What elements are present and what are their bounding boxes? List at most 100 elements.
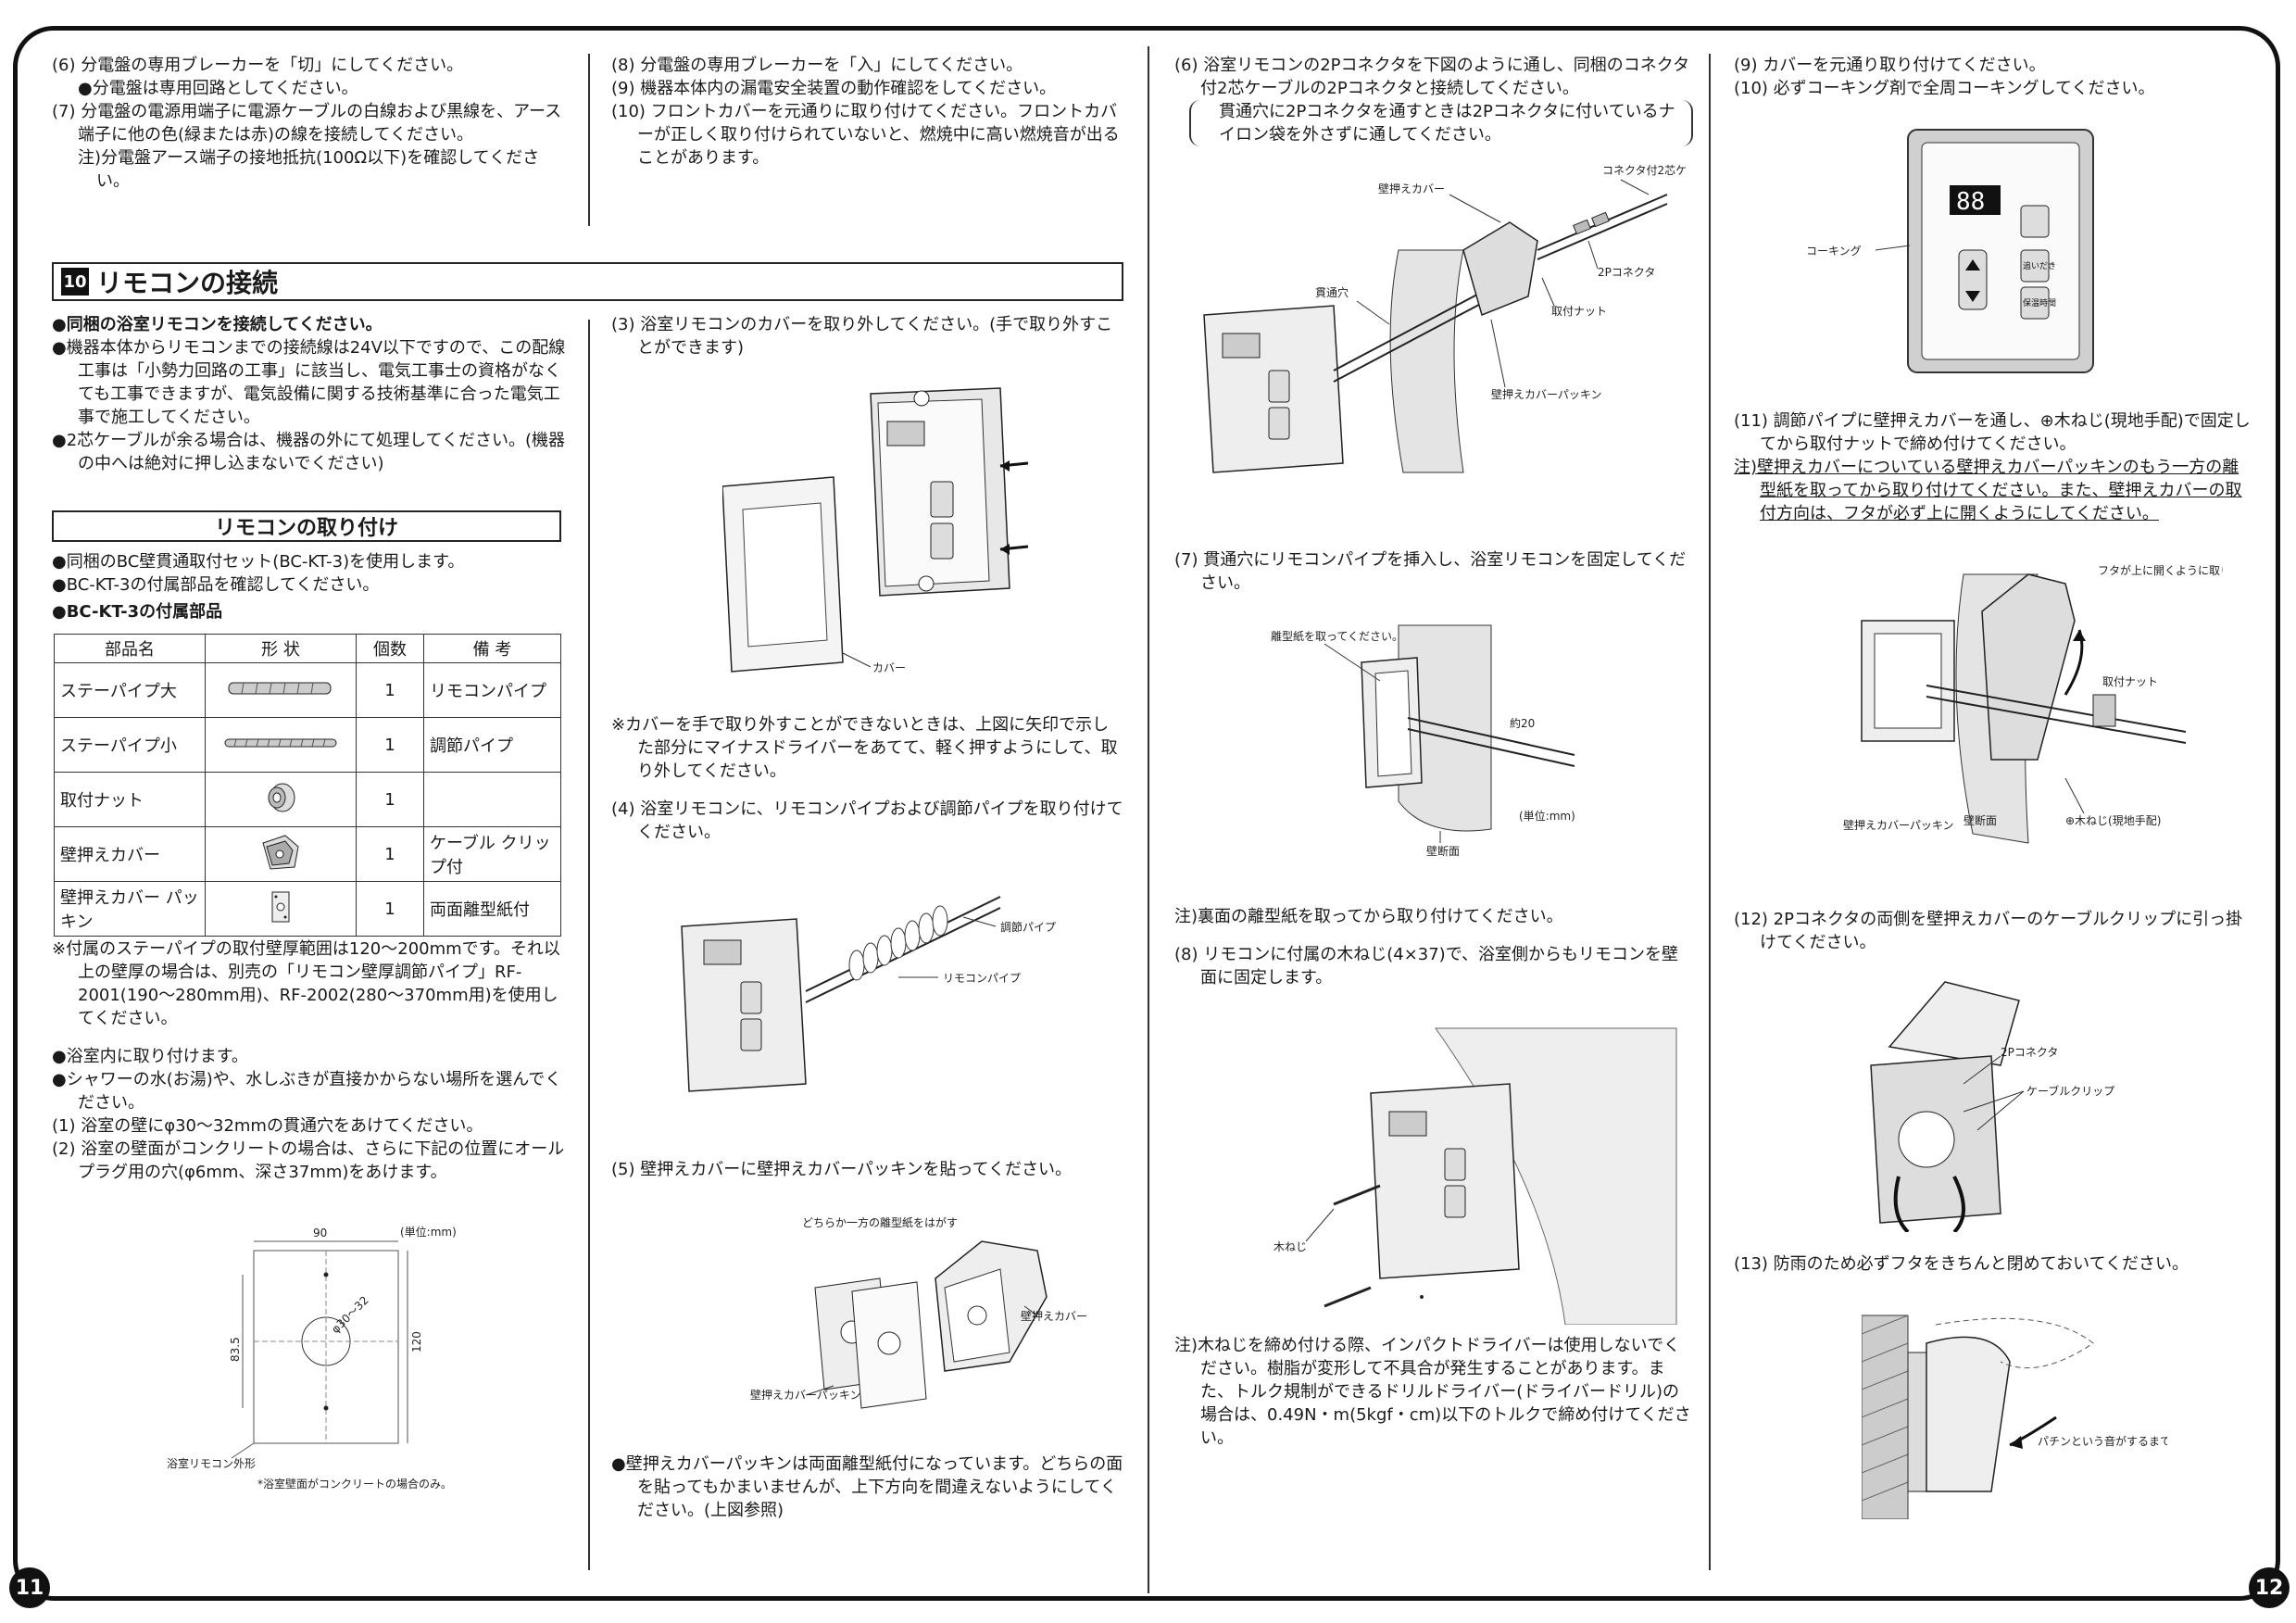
column-header: 備 考 — [423, 634, 561, 663]
bullet-text: ●シャワーの水(お湯)や、水しぶきが直接かからない場所を選んでください。 — [52, 1070, 562, 1113]
table-caption: ●BC-KT-3の付属部品 — [52, 602, 223, 622]
nut-label: 取付ナット — [1551, 305, 1607, 318]
hole-position-figure: 90 (単位:mm) 120 83.5 φ30〜32 浴室リモコン外形 *浴室壁… — [157, 1223, 509, 1491]
step-text: (6) 分電盤の専用ブレーカーを「切」にしてください。 — [52, 56, 464, 75]
col3-note7: 注)裏面の離型紙を取ってから取り付けてください。 (8) リモコンに付属の木ねじ… — [1174, 905, 1693, 989]
step-text: (1) 浴室の壁にφ30〜32mmの貫通穴をあけてください。 — [52, 1116, 483, 1136]
step-text: (2) 浴室の壁面がコンクリートの場合は、さらに下記の位置にオールプラグ用の穴(… — [52, 1139, 565, 1182]
page-divider — [1148, 46, 1149, 1593]
wall-section-label: 壁断面 — [1964, 813, 1997, 827]
col4-step11: (11) 調節パイプに壁押えカバーを通し、⊕木ねじ(現地手配)で固定してから取付… — [1734, 409, 2252, 525]
step-text: (8) リモコンに付属の木ねじ(4×37)で、浴室側からもリモコンを壁面に固定し… — [1174, 945, 1678, 988]
bullet-text: ●BC-KT-3の付属部品を確認してください。 — [52, 575, 380, 595]
table-row: 壁押えカバー パッキン 1 両面離型紙付 — [54, 881, 561, 937]
unit-label: (単位:mm) — [1519, 809, 1575, 823]
cover-label: 壁押えカバー — [1021, 1309, 1087, 1323]
step-text: (6) 浴室リモコンの2Pコネクタを下図のように通し、同梱のコネクタ付2芯ケーブ… — [1174, 56, 1690, 98]
part-note: ケーブル クリップ付 — [423, 826, 561, 882]
paren-note: 貫通穴に2Pコネクタを通すときは2Pコネクタに付いているナイロン袋を外さずに通し… — [1189, 100, 1693, 146]
section-title: リモコンの接続 — [96, 268, 279, 298]
packing-label: 壁押えカバーパッキン — [750, 1388, 861, 1402]
step-text: (7) 貫通穴にリモコンパイプを挿入し、浴室リモコンを固定してください。 — [1174, 550, 1687, 593]
part-name: 壁押えカバー — [54, 826, 206, 882]
packing-label: 壁押えカバーパッキン — [1843, 818, 1954, 832]
col4-top: (9) カバーを元通り取り付けてください。 (10) 必ずコーキング剤で全周コー… — [1734, 54, 2252, 100]
col3-step7: (7) 貫通穴にリモコンパイプを挿入し、浴室リモコンを固定してください。 — [1174, 548, 1693, 595]
caulking-figure: 88 追いだき 保温時間 コーキング — [1778, 120, 2149, 380]
note-text: 注)裏面の離型紙を取ってから取り付けてください。 — [1174, 907, 1563, 926]
col1-mount: ●同梱のBC壁貫通取付セット(BC-KT-3)を使用します。 ●BC-KT-3の… — [52, 550, 571, 623]
hole-label: 貫通穴 — [1315, 285, 1349, 299]
dim-diameter: φ30〜32 — [329, 1293, 371, 1336]
note-text: ※カバーを手で取り外すことができないときは、上図に矢印で示した部分にマイナスドラ… — [611, 715, 1118, 781]
step-text: (8) 分電盤の専用ブレーカーを「入」にしてください。 — [611, 56, 1023, 75]
note-text: 注)壁押えカバーについている壁押えカバーパッキンのもう一方の離型紙を取ってから取… — [1734, 458, 2242, 523]
step-text: (7) 分電盤の電源用端子に電源ケーブルの白線および黒線を、アース端子に他の色(… — [52, 102, 562, 145]
bullet-text: ●同梱のBC壁貫通取付セット(BC-KT-3)を使用します。 — [52, 552, 465, 572]
col1-top: (6) 分電盤の専用ブレーカーを「切」にしてください。 ●分電盤は専用回路として… — [52, 54, 571, 193]
table-row: ステーパイプ小 1 調節パイプ — [54, 717, 561, 773]
col2-step5-note: ●壁押えカバーパッキンは両面離型紙付になっています。どちらの面を貼ってもかまいま… — [611, 1453, 1125, 1522]
col2-step3: (3) 浴室リモコンのカバーを取り外してください。(手で取り外すことができます) — [611, 313, 1125, 359]
part-qty: 1 — [356, 772, 424, 827]
paper-label: どちらか一方の離型紙をはがす — [802, 1215, 958, 1229]
col2-step3-note: ※カバーを手で取り外すことができないときは、上図に矢印で示した部分にマイナスドラ… — [611, 713, 1125, 844]
column-divider — [1709, 54, 1711, 1570]
step-text: (9) カバーを元通り取り付けてください。 — [1734, 56, 2046, 75]
connector-label: 2Pコネクタ — [1598, 266, 1655, 279]
remote-display: 88 — [1956, 188, 1985, 216]
col3-note8: 注)木ねじを締め付ける際、インパクトドライバーは使用しないでください。樹脂が変形… — [1174, 1334, 1693, 1450]
step-text: (9) 機器本体内の漏電安全装置の動作確認をしてください。 — [611, 79, 1057, 98]
table-header-row: 部品名 形 状 個数 備 考 — [54, 634, 561, 663]
bullet-text: ●分電盤は専用回路としてください。 — [78, 79, 358, 98]
nut-label: 取付ナット — [2102, 675, 2158, 688]
remote-pipe-label: リモコンパイプ — [943, 972, 1021, 985]
part-note: 両面離型紙付 — [423, 881, 561, 937]
cable-clip-figure: 2Pコネクタ ケーブルクリップ — [1862, 973, 2158, 1234]
subsection-heading: リモコンの取り付け — [52, 510, 561, 542]
part-name: 取付ナット — [54, 772, 206, 827]
screw-label: 木ねじ — [1273, 1240, 1307, 1253]
step-text: (10) フロントカバーを元通りに取り付けてください。フロントカバーが正しく取り… — [611, 102, 1120, 168]
section-heading: 10 リモコンの接続 — [52, 262, 1123, 301]
parts-table: 部品名 形 状 個数 備 考 ステーパイプ大 1 リモコンパイプ ステーパイプ小… — [54, 634, 561, 937]
wall-cover-label: 壁押えカバー — [1378, 182, 1445, 195]
step-text: (13) 防雨のため必ずフタをきちんと閉めておいてください。 — [1734, 1254, 2189, 1274]
note-text: 注)木ねじを締め付ける際、インパクトドライバーは使用しないでください。樹脂が変形… — [1174, 1336, 1691, 1448]
concrete-note: *浴室壁面がコンクリートの場合のみ。 — [257, 1477, 452, 1491]
btn-oidaki: 追いだき — [2023, 260, 2056, 271]
page-number-left: 11 — [9, 1567, 50, 1608]
table-row: 取付ナット 1 — [54, 772, 561, 827]
lid-note: フタが上に開くように取り付けてください。 — [2098, 563, 2223, 577]
column-divider — [588, 320, 590, 1570]
unit-label: (単位:mm) — [400, 1225, 457, 1239]
pipe-small-icon — [205, 717, 357, 773]
part-qty: 1 — [356, 881, 424, 937]
bullet-text: ●同梱の浴室リモコンを接続してください。 — [52, 315, 383, 334]
part-note — [423, 772, 561, 827]
part-name: 壁押えカバー パッキン — [54, 881, 206, 937]
packing-figure: どちらか一方の離型紙をはがす 壁押えカバー 壁押えカバーパッキン — [750, 1214, 1111, 1427]
col4-step12: (12) 2Pコネクタの両側を壁押えカバーのケーブルクリップに引っ掛けてください… — [1734, 908, 2252, 954]
connector-label: 2Pコネクタ — [2001, 1046, 2058, 1059]
adjust-pipe-label: 調節パイプ — [1000, 920, 1056, 934]
page-number-right: 12 — [2249, 1567, 2290, 1608]
dimension-label: 約20 — [1510, 716, 1535, 730]
column-header: 部品名 — [54, 634, 206, 663]
insert-pipe-figure: 離型紙を取ってください。 約20 (単位:mm) 壁断面 — [1269, 616, 1639, 866]
nut-icon — [205, 772, 357, 827]
step-text: (12) 2Pコネクタの両側を壁押えカバーのケーブルクリップに引っ掛けてください… — [1734, 910, 2243, 952]
page-frame — [13, 26, 2280, 1601]
col1-intro: ●同梱の浴室リモコンを接続してください。 ●機器本体からリモコンまでの接続線は2… — [52, 313, 571, 475]
wall-cover-icon — [205, 826, 357, 882]
part-name: ステーパイプ小 — [54, 717, 206, 773]
packing-label: 壁押えカバーパッキン — [1491, 387, 1602, 401]
step-text: (11) 調節パイプに壁押えカバーを通し、⊕木ねじ(現地手配)で固定してから取付… — [1734, 411, 2251, 454]
bullet-text: ●浴室内に取り付けます。 — [52, 1047, 248, 1066]
column-divider — [588, 54, 590, 226]
note-text: ●壁押えカバーパッキンは両面離型紙付になっています。どちらの面を貼ってもかまいま… — [611, 1454, 1123, 1520]
click-note: パチンという音がするまでしっかりとはめ込んでください。 — [2038, 1434, 2167, 1448]
cover-label: カバー — [872, 661, 906, 674]
col2-top: (8) 分電盤の専用ブレーカーを「入」にしてください。 (9) 機器本体内の漏電… — [611, 54, 1125, 170]
clip-label: ケーブルクリップ — [2026, 1084, 2114, 1098]
